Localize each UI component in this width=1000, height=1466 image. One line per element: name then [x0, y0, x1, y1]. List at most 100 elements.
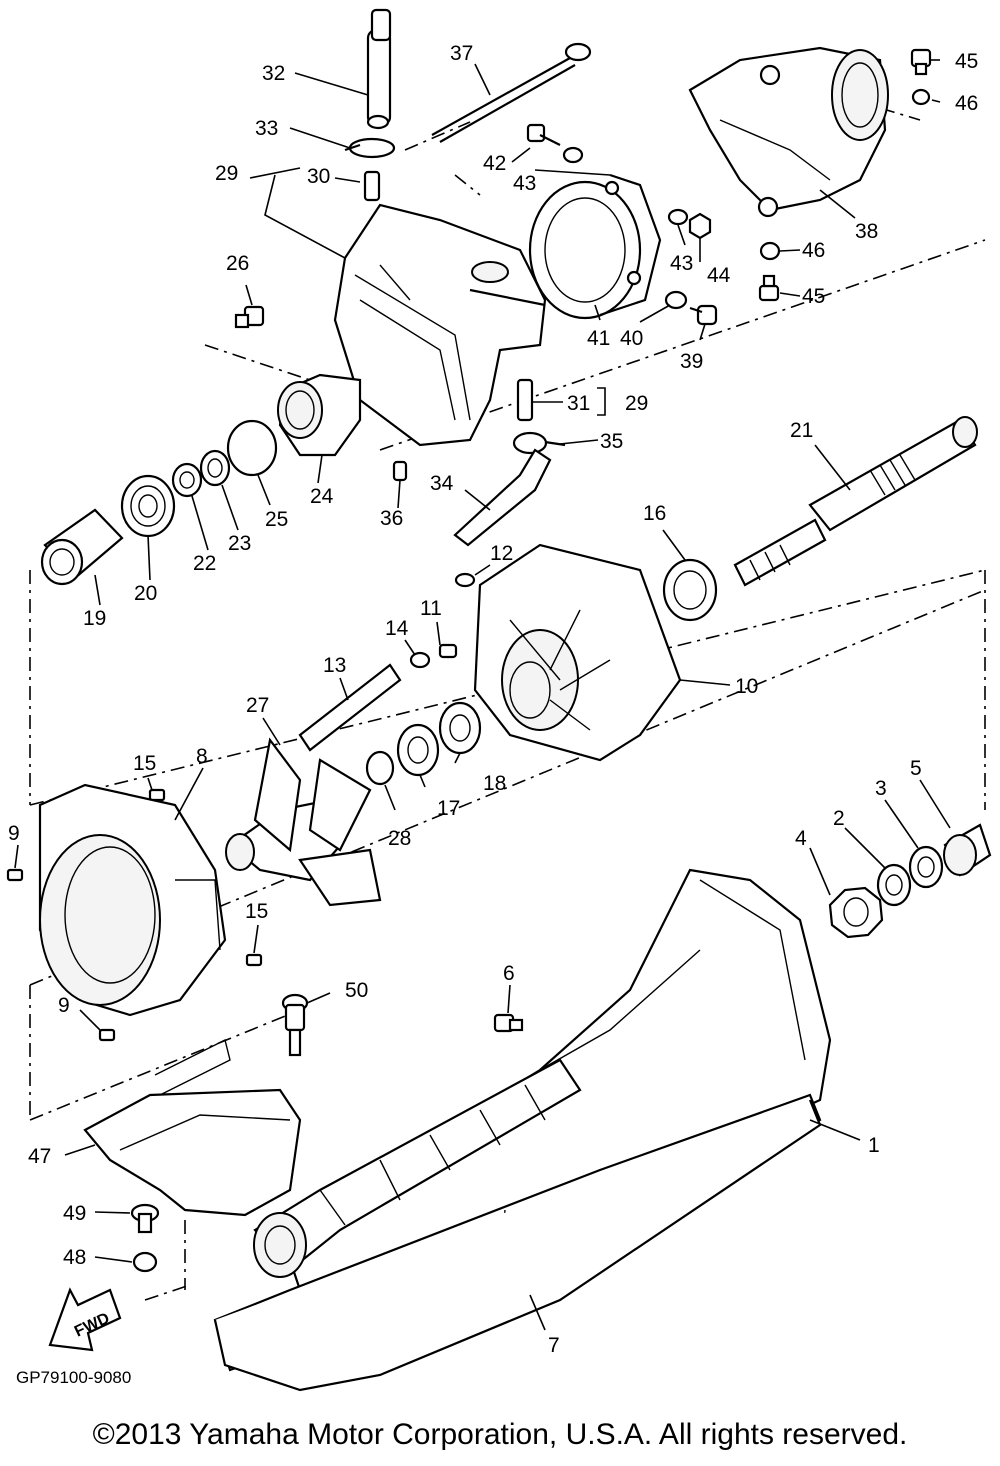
sleeve-part-19	[40, 508, 124, 586]
elbow-part-24	[277, 373, 362, 457]
label-31: 31	[567, 392, 590, 415]
label-36: 36	[380, 507, 403, 530]
label-4: 4	[795, 827, 807, 850]
label-39: 39	[680, 350, 703, 373]
pin-part-9-upper	[6, 868, 24, 882]
bushing-part-40	[664, 290, 688, 310]
housing-part-8	[38, 783, 227, 1017]
washer-part-43-lower	[667, 208, 689, 226]
label-18: 18	[483, 772, 506, 795]
label-32: 32	[262, 62, 285, 85]
bearing-part-18	[438, 701, 482, 755]
copyright-notice: ©2013 Yamaha Motor Corporation, U.S.A. A…	[92, 1418, 908, 1451]
diagram-code: GP79100-9080	[16, 1368, 131, 1387]
nut-part-44	[688, 212, 712, 240]
label-14: 14	[385, 617, 409, 640]
collar-part-46-upper	[911, 88, 931, 106]
seal-part-2	[876, 863, 912, 907]
label-30: 30	[307, 165, 330, 188]
label-47: 47	[28, 1145, 51, 1168]
bolt-part-6	[493, 1013, 524, 1033]
pin-part-36	[392, 460, 408, 482]
label-20: 20	[134, 582, 157, 605]
washer-part-43-upper	[562, 146, 584, 164]
nut-part-14	[409, 651, 431, 669]
label-12: 12	[490, 542, 513, 565]
label-24: 24	[310, 485, 334, 508]
label-40: 40	[620, 327, 643, 350]
pin-part-9-lower	[98, 1028, 116, 1042]
bolt-part-42	[526, 123, 561, 146]
pipe-part-31	[516, 378, 534, 422]
grate-part-7	[213, 1099, 822, 1392]
label-3: 3	[875, 777, 887, 800]
bearing-part-17	[396, 723, 440, 777]
seal-part-23	[199, 449, 231, 487]
cap-part-5	[943, 823, 992, 877]
label-44: 44	[707, 264, 731, 287]
pin-part-15-lower	[245, 953, 263, 967]
label-49: 49	[63, 1202, 86, 1225]
label-46-upper: 46	[955, 92, 978, 115]
bolt-part-50	[281, 993, 309, 1057]
bolt-part-49	[130, 1203, 160, 1234]
label-17: 17	[437, 797, 460, 820]
label-19: 19	[83, 607, 106, 630]
label-8: 8	[196, 745, 208, 768]
bearing-part-20	[120, 474, 176, 538]
cap-part-12	[454, 572, 476, 588]
label-22: 22	[193, 552, 216, 575]
bolt-part-45-upper	[910, 48, 932, 76]
label-45-lower: 45	[802, 285, 825, 308]
label-27: 27	[246, 694, 269, 717]
label-41: 41	[587, 327, 610, 350]
label-43-lower: 43	[670, 252, 693, 275]
label-5: 5	[910, 757, 922, 780]
label-38: 38	[855, 220, 878, 243]
nozzle-ring-part-41	[528, 173, 662, 320]
hose-part-32	[366, 8, 392, 130]
bolt-part-39	[689, 304, 718, 326]
label-16: 16	[643, 502, 666, 525]
label-28: 28	[388, 827, 411, 850]
label-15-lower: 15	[245, 900, 268, 923]
bolt-part-26	[234, 305, 265, 329]
label-37: 37	[450, 42, 473, 65]
label-21: 21	[790, 419, 813, 442]
label-26: 26	[226, 252, 249, 275]
label-1: 1	[868, 1134, 880, 1157]
bolt-part-37	[431, 42, 592, 143]
label-13: 13	[323, 654, 346, 677]
label-42: 42	[483, 152, 506, 175]
bolt-part-11	[438, 643, 458, 659]
cover-part-47	[83, 1038, 302, 1217]
label-6: 6	[503, 962, 515, 985]
bolt-part-45-lower	[758, 274, 780, 302]
label-50: 50	[345, 979, 368, 1002]
label-29-upper: 29	[215, 162, 238, 185]
bearing-part-16	[662, 558, 718, 622]
duct-tube	[253, 1058, 582, 1278]
label-2: 2	[833, 807, 845, 830]
collar-part-48	[132, 1251, 158, 1273]
clamp-part-35	[512, 431, 566, 455]
impeller-part-27	[225, 737, 382, 907]
nozzle-part-38	[688, 46, 889, 218]
hose-part-34	[453, 448, 552, 547]
label-29-lower: 29	[625, 392, 648, 415]
label-10: 10	[735, 675, 758, 698]
label-7: 7	[548, 1334, 560, 1357]
label-23: 23	[228, 532, 251, 555]
impeller-housing-part-10	[473, 543, 682, 762]
label-11: 11	[420, 597, 442, 620]
o-ring-part-25	[226, 419, 278, 477]
alignment-lines	[29, 74, 986, 1301]
label-15-upper: 15	[133, 752, 156, 775]
drive-shaft-part-21	[733, 416, 978, 587]
label-25: 25	[265, 508, 288, 531]
label-34: 34	[430, 472, 454, 495]
leader-lines	[14, 59, 951, 1331]
label-43-upper: 43	[513, 172, 536, 195]
gear-part-4	[828, 886, 884, 939]
label-9-lower: 9	[58, 994, 70, 1017]
